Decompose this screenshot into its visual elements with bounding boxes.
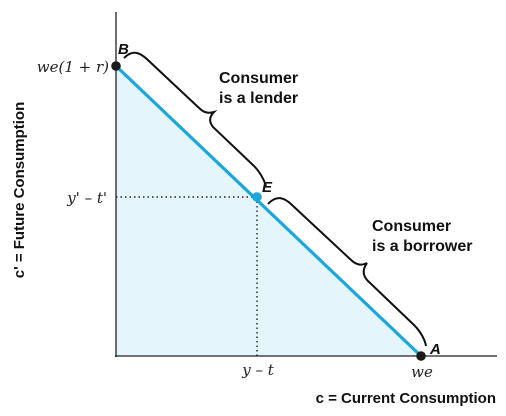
x-axis-title: c = Current Consumption <box>316 390 496 407</box>
point-e-marker <box>252 192 262 202</box>
point-a-label: A <box>429 341 441 358</box>
point-b-marker <box>111 61 121 71</box>
point-a-marker <box>416 351 426 361</box>
x-tick-we: we <box>411 363 433 381</box>
borrower-annotation-line1: Consumer <box>372 218 451 235</box>
lender-annotation-line1: Consumer <box>219 70 298 87</box>
lender-brace <box>123 51 267 187</box>
borrower-annotation-line2: is a borrower <box>372 238 472 255</box>
x-tick-y-minus-t: y – t <box>241 361 275 379</box>
y-tick-we-1-plus-r: we(1 + r) <box>37 58 109 76</box>
point-e-label: E <box>262 179 273 196</box>
borrower-brace <box>267 197 427 347</box>
y-tick-y-prime-minus-t-prime: y' – t' <box>66 189 107 207</box>
budget-line <box>114 64 423 358</box>
y-axis-title: c' = Future Consumption <box>11 102 28 278</box>
point-b-label: B <box>118 41 129 58</box>
lender-annotation-line2: is a lender <box>219 90 298 107</box>
